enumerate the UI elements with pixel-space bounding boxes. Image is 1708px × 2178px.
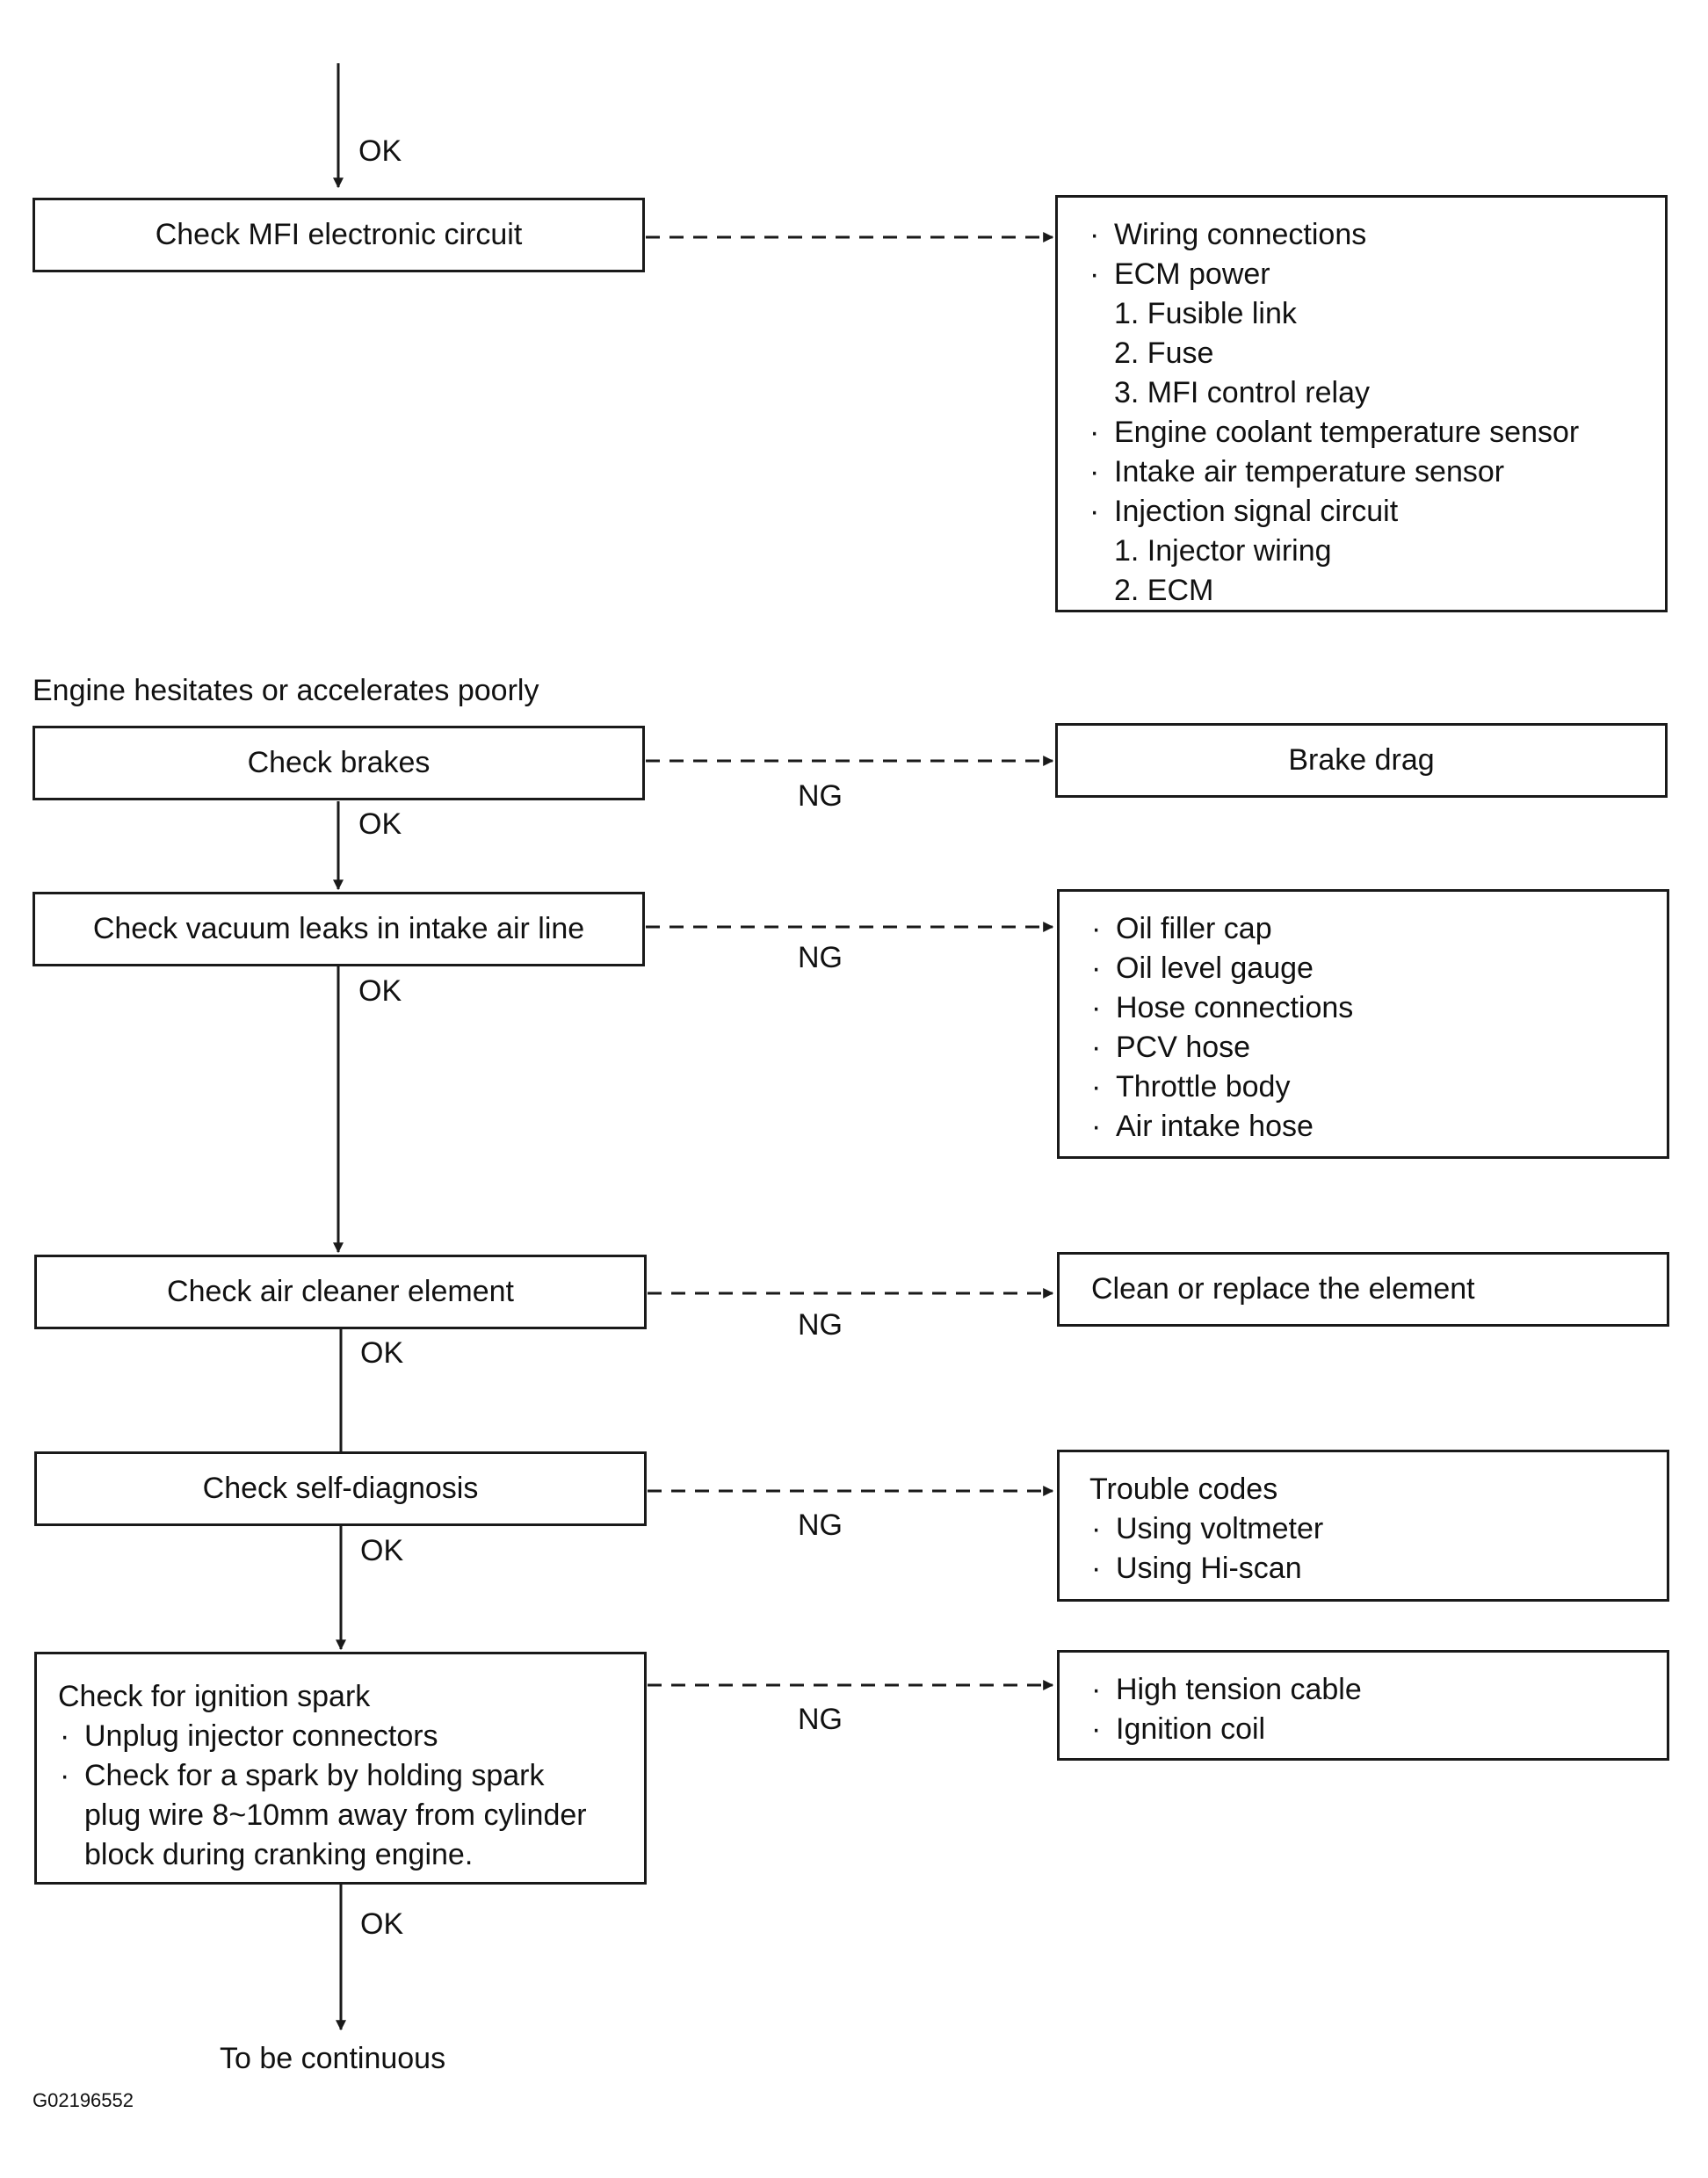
bullet-icon: · <box>1091 991 1102 1024</box>
ok-label: OK <box>358 807 402 841</box>
step-label: Check vacuum leaks in intake air line <box>92 912 585 945</box>
ok-label: OK <box>358 134 402 168</box>
step-label: Check air cleaner element <box>167 1275 514 1308</box>
bullet-icon: · <box>1091 1110 1102 1143</box>
list-subitem: 1. Injector wiring <box>1114 534 1332 568</box>
step-vacuum-leaks: Check vacuum leaks in intake air line <box>33 892 645 966</box>
section-title: Engine hesitates or accelerates poorly <box>33 674 539 707</box>
list-item: ·Hose connections <box>1089 988 1649 1028</box>
step-label: Check self-diagnosis <box>202 1472 479 1505</box>
bullet-icon: · <box>1089 455 1100 488</box>
list-item: ·Air intake hose <box>1089 1107 1649 1147</box>
ng-label: NG <box>798 1308 843 1342</box>
list-item: ·Wiring connections <box>1088 215 1647 255</box>
bullet-icon: · <box>1091 952 1102 985</box>
list-item: ·Intake air temperature sensor <box>1088 452 1647 492</box>
list-subitem: 1. Fusible link <box>1114 297 1297 330</box>
list-item: ·Engine coolant temperature sensor <box>1088 413 1647 452</box>
step-ignition-spark: Check for ignition spark ·Unplug injecto… <box>34 1652 647 1885</box>
bullet-icon: · <box>1091 1512 1102 1545</box>
list-item: ·PCV hose <box>1089 1028 1649 1067</box>
list-item: ·High tension cable <box>1089 1670 1649 1710</box>
list-item-continued: block during cranking engine. <box>84 1838 474 1871</box>
bullet-icon: · <box>60 1719 70 1753</box>
bullet-icon: · <box>1091 912 1102 945</box>
list-subitem: 2. ECM <box>1114 574 1214 607</box>
list-item: ·ECM power <box>1088 255 1647 294</box>
list-subitem: 2. Fuse <box>1114 336 1214 370</box>
step-self-diagnosis: Check self-diagnosis <box>34 1451 647 1526</box>
bullet-icon: · <box>1089 495 1100 528</box>
step-label: Check MFI electronic circuit <box>155 218 523 251</box>
result-clean-element: Clean or replace the element <box>1057 1252 1669 1327</box>
result-label: Brake drag <box>1288 743 1435 777</box>
list-item-continued: plug wire 8~10mm away from cylinder <box>84 1798 587 1832</box>
step-label: Check brakes <box>247 746 431 779</box>
bullet-icon: · <box>1091 1552 1102 1585</box>
result-title: Trouble codes <box>1089 1473 1278 1506</box>
ng-label: NG <box>798 941 843 974</box>
ng-label: NG <box>798 1509 843 1542</box>
figure-code: G02196552 <box>33 2089 134 2111</box>
bullet-icon: · <box>1091 1712 1102 1746</box>
result-ignition-checks: ·High tension cable ·Ignition coil <box>1057 1650 1669 1761</box>
list-item: ·Injection signal circuit <box>1088 492 1647 532</box>
result-vacuum-checks: ·Oil filler cap ·Oil level gauge ·Hose c… <box>1057 889 1669 1159</box>
ok-label: OK <box>360 1534 404 1567</box>
bullet-icon: · <box>1089 416 1100 449</box>
list-item: ·Oil filler cap <box>1089 909 1649 949</box>
bullet-icon: · <box>60 1759 70 1792</box>
continuation-text: To be continuous <box>220 2042 446 2075</box>
list-item: ·Oil level gauge <box>1089 949 1649 988</box>
bullet-icon: · <box>1089 257 1100 291</box>
list-item: ·Check for a spark by holding spark <box>58 1756 626 1796</box>
step-brakes: Check brakes <box>33 726 645 800</box>
list-item: ·Throttle body <box>1089 1067 1649 1107</box>
bullet-icon: · <box>1091 1070 1102 1103</box>
result-label: Clean or replace the element <box>1091 1272 1475 1306</box>
list-item: ·Ignition coil <box>1089 1710 1649 1749</box>
result-mfi-checks: ·Wiring connections ·ECM power 1. Fusibl… <box>1055 195 1668 612</box>
ok-label: OK <box>360 1336 404 1370</box>
bullet-icon: · <box>1091 1031 1102 1064</box>
list-item: ·Unplug injector connectors <box>58 1717 626 1756</box>
ok-label: OK <box>358 974 402 1008</box>
step-air-cleaner: Check air cleaner element <box>34 1255 647 1329</box>
list-item: ·Using Hi-scan <box>1089 1549 1649 1588</box>
step-mfi-circuit: Check MFI electronic circuit <box>33 198 645 272</box>
ng-label: NG <box>798 1703 843 1736</box>
list-item: ·Using voltmeter <box>1089 1509 1649 1549</box>
result-brake-drag: Brake drag <box>1055 723 1668 798</box>
result-trouble-codes: Trouble codes ·Using voltmeter ·Using Hi… <box>1057 1450 1669 1602</box>
ok-label: OK <box>360 1907 404 1941</box>
bullet-icon: · <box>1089 218 1100 251</box>
step-title: Check for ignition spark <box>58 1680 371 1713</box>
ng-label: NG <box>798 779 843 813</box>
list-subitem: 3. MFI control relay <box>1114 376 1370 409</box>
bullet-icon: · <box>1091 1673 1102 1706</box>
